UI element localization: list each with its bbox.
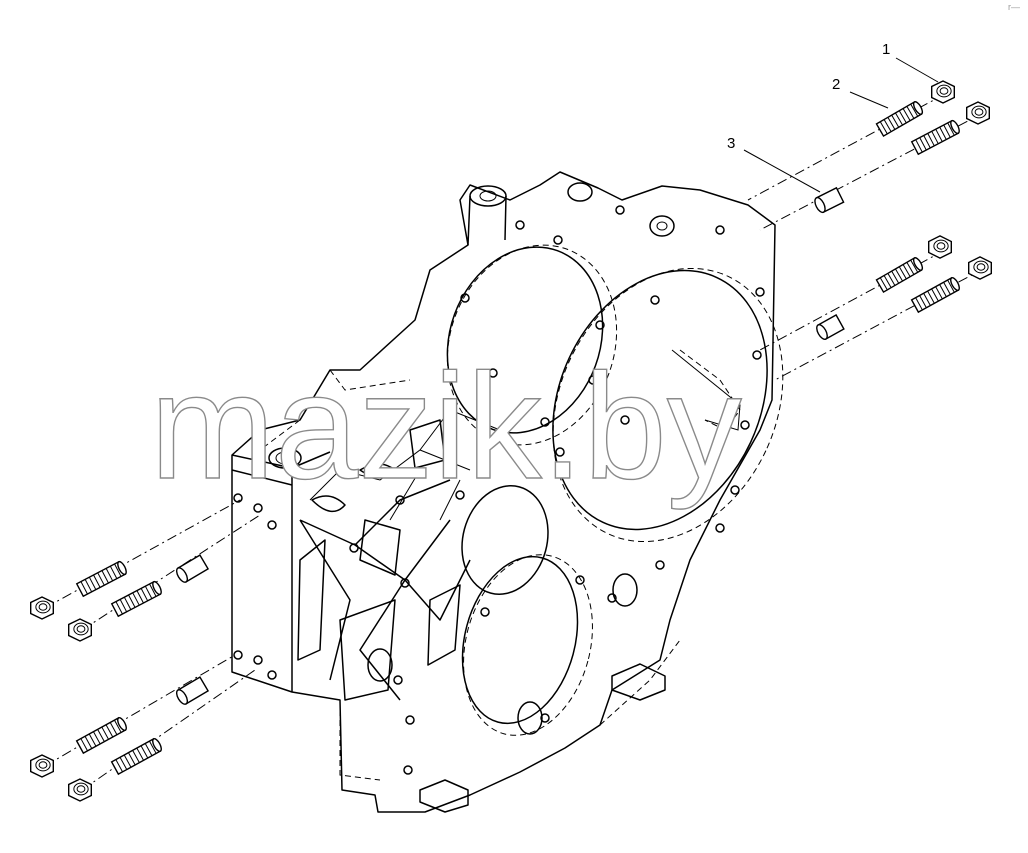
stud-icon xyxy=(875,100,924,138)
nut-icon xyxy=(67,618,93,642)
watermark: mazik.by xyxy=(150,342,742,510)
nut-icon xyxy=(931,80,955,104)
gear-housing xyxy=(231,171,784,813)
mounting-holes xyxy=(233,205,765,775)
nut-icon xyxy=(928,235,952,259)
nut-icon xyxy=(67,778,93,802)
stud-icon xyxy=(910,119,960,156)
corner-mark: r— xyxy=(1008,2,1020,12)
callout-1: 1 xyxy=(882,41,890,58)
dowel-pin-icon xyxy=(175,676,210,705)
stud-icon xyxy=(875,256,924,294)
callout-2: 2 xyxy=(832,76,840,93)
nut-icon xyxy=(30,754,54,778)
stud-icon xyxy=(110,580,162,618)
nut-icon xyxy=(966,101,990,125)
dowel-pin-icon xyxy=(814,186,845,214)
stud-icon xyxy=(75,560,127,598)
callout-3: 3 xyxy=(727,135,735,152)
dowel-pin-icon xyxy=(816,314,845,340)
fastener-hardware xyxy=(30,80,992,802)
stud-icon xyxy=(110,737,162,776)
dowel-pin-icon xyxy=(175,554,210,583)
nut-icon xyxy=(30,596,54,620)
stud-icon xyxy=(75,716,127,755)
callout-leaders xyxy=(743,57,939,193)
stud-icon xyxy=(910,276,960,314)
nut-icon xyxy=(968,256,992,280)
